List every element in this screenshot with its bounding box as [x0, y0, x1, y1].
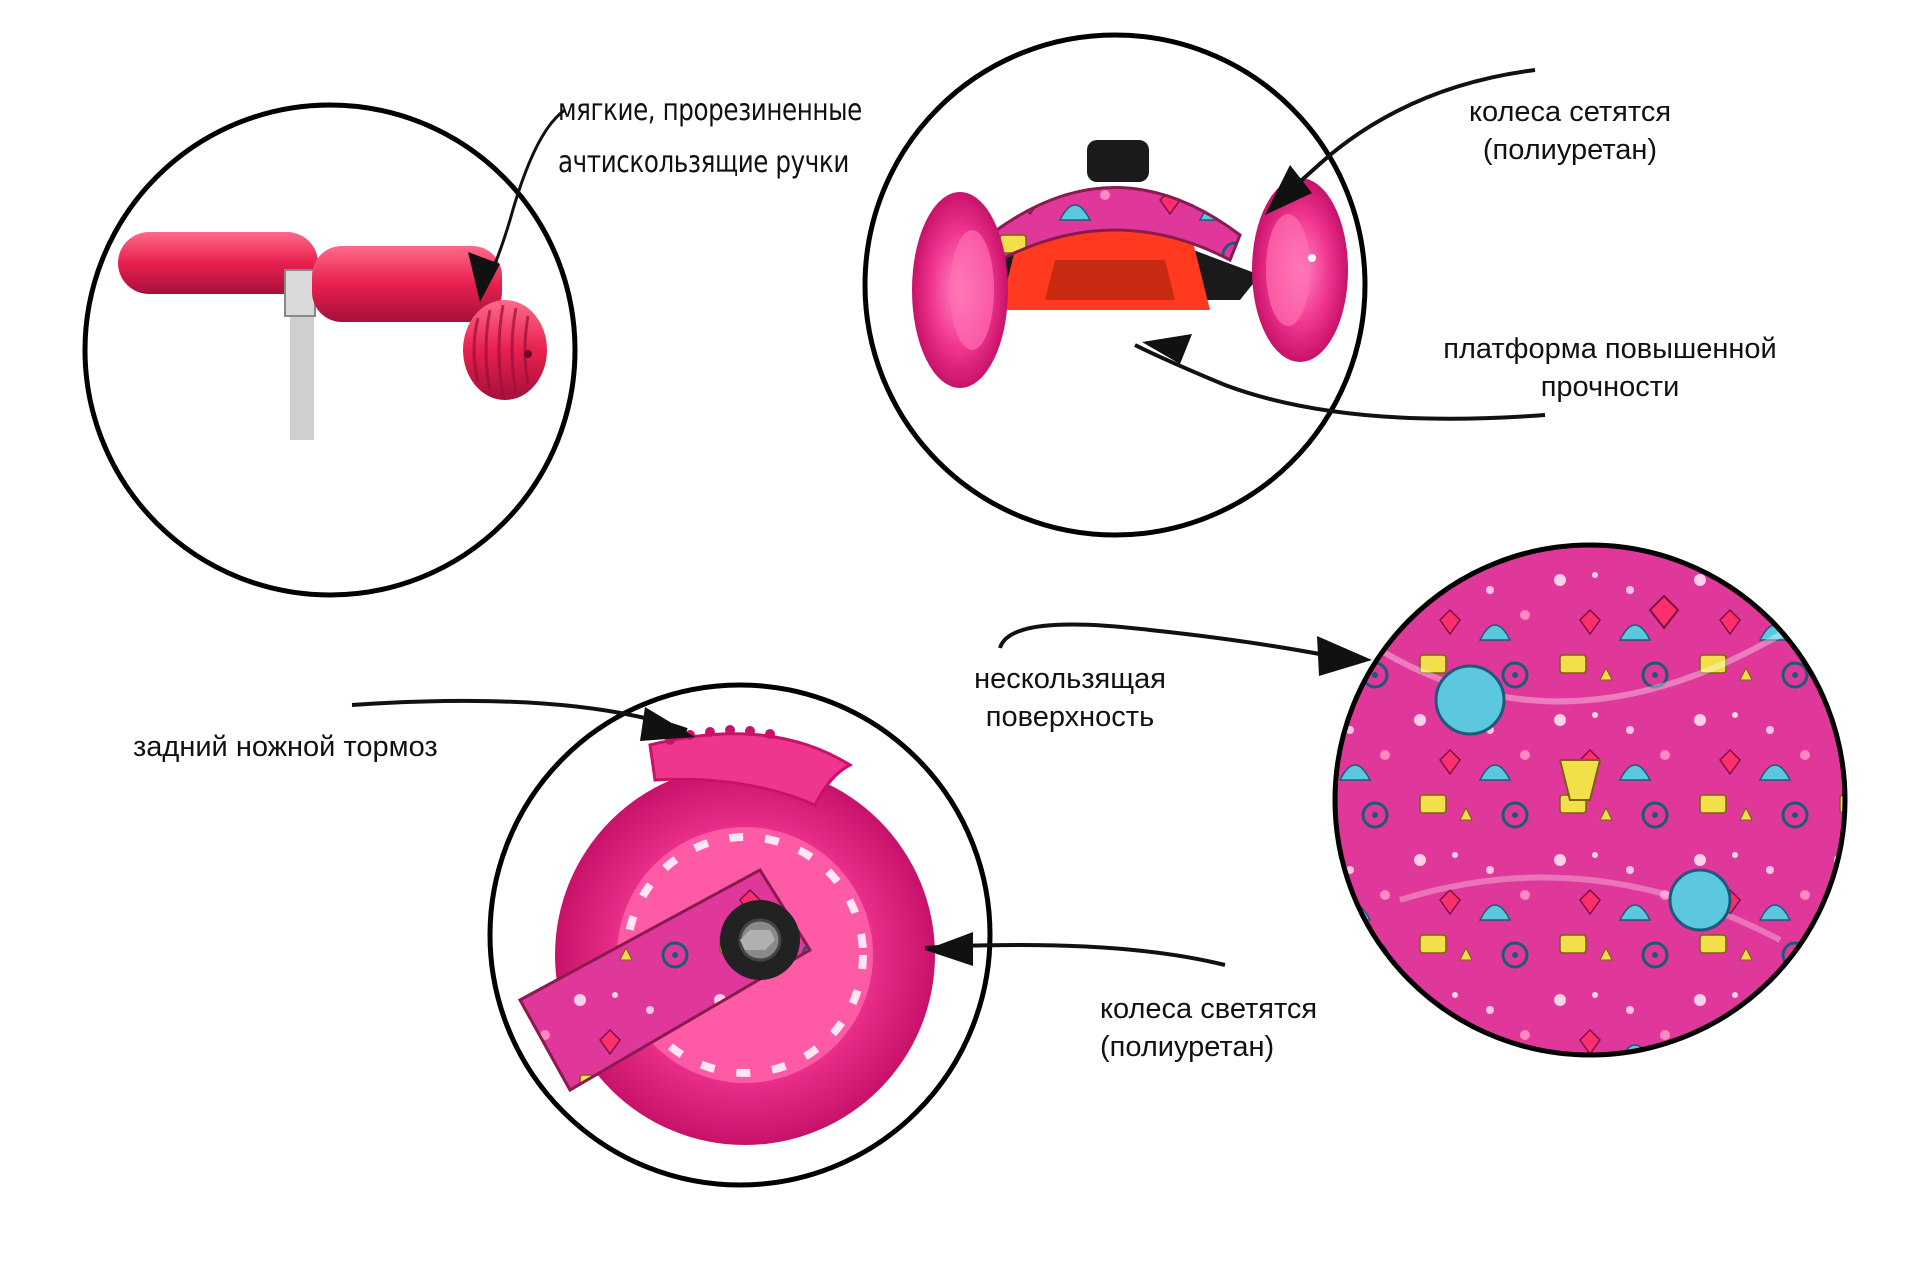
- callout-wheels-bottom: колеса светятся (полиуретан): [1100, 990, 1317, 1066]
- deck-surface-image: [1378, 594, 1822, 943]
- arrow-surface: [998, 622, 1372, 676]
- arrow-brake: [351, 698, 695, 741]
- grip-ring: [82, 102, 578, 598]
- callout-grips-line2: ачтискользящие ручки: [558, 145, 849, 180]
- grip-detail: [82, 102, 578, 598]
- callout-platform-line2: прочности: [1540, 371, 1680, 403]
- callout-grips-line1: мягкие, прорезиненные: [558, 93, 862, 128]
- brake-detail: [487, 682, 993, 1188]
- callout-platform: платформа повышенной прочности: [1425, 330, 1795, 406]
- callout-wheels-bottom-line2: (полиуретан): [1100, 1031, 1275, 1063]
- arrow-platform: [1134, 334, 1546, 421]
- callout-grips: мягкие, прорезиненные ачтискользящие руч…: [558, 92, 862, 182]
- deck-surface-ring: [1332, 542, 1848, 1058]
- brake-ring: [487, 682, 993, 1188]
- callout-surface-line1: нескользящая: [974, 663, 1166, 695]
- callout-surface-line2: поверхность: [985, 701, 1155, 733]
- callout-wheels-top: колеса сетятся (полиуретан): [1455, 93, 1685, 169]
- callout-brake: задний ножной тормоз: [133, 728, 438, 766]
- callout-wheels-top-line2: (полиуретан): [1482, 134, 1658, 166]
- brake-image: [517, 725, 935, 1145]
- callout-wheels-top-line1: колеса сетятся: [1468, 96, 1672, 128]
- callout-brake-line1: задний ножной тормоз: [133, 731, 438, 763]
- front-wheels-image: [912, 140, 1348, 388]
- front-wheels-detail: [862, 32, 1368, 538]
- callout-platform-line1: платформа повышенной: [1443, 333, 1777, 365]
- arrow-wheels-bottom: [924, 932, 1226, 967]
- front-wheels-ring: [862, 32, 1368, 538]
- callout-surface: нескользящая поверхность: [960, 660, 1180, 736]
- callout-wheels-bottom-line1: колеса светятся: [1100, 993, 1318, 1025]
- grip-image: [118, 232, 547, 440]
- arrow-grips: [468, 108, 566, 302]
- deck-surface-detail: [1332, 542, 1848, 1058]
- arrow-wheels-top: [1265, 68, 1536, 215]
